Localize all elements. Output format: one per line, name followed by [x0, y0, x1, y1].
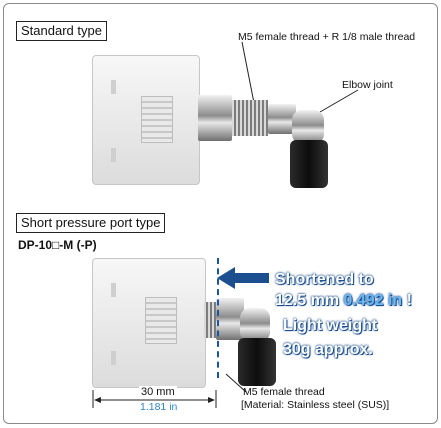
elbow-nut — [268, 104, 296, 134]
thread-top-leader — [241, 41, 256, 109]
alignment-guide-line — [267, 146, 269, 296]
short-type-label: Short pressure port type — [16, 213, 166, 233]
shortened-excl: ! — [406, 292, 412, 309]
elbow-body — [292, 110, 324, 144]
shortened-inch: 0.492 in — [343, 292, 403, 309]
elbow-joint-label: Elbow joint — [342, 79, 393, 91]
weight-text: 30g approx. — [283, 341, 373, 358]
sensor-unit-standard — [92, 55, 200, 185]
short-elbow-nut — [216, 298, 244, 340]
model-label: DP-10□-M (-P) — [18, 238, 97, 252]
elbow-leader — [319, 89, 359, 113]
material-label: [Material: Stainless steel (SUS)] — [241, 399, 390, 411]
short-elbow-tube-connector — [238, 338, 276, 386]
vent-grille — [145, 297, 177, 344]
light-weight-text: Light weight — [283, 317, 378, 334]
standard-type-label: Standard type — [16, 21, 107, 41]
thread-fitting — [232, 100, 268, 136]
dimension-mm: 30 mm — [139, 386, 177, 398]
elbow-tube-connector — [290, 140, 328, 188]
dimension-in: 1.181 in — [140, 401, 178, 413]
thread-top-label: M5 female thread + R 1/8 male thread — [238, 31, 416, 43]
shortened-line1: Shortened to — [275, 271, 374, 288]
short-elbow-body — [240, 308, 270, 342]
hex-fitting — [198, 95, 232, 141]
sensor-unit-short — [92, 258, 206, 388]
shortened-arrow-icon — [217, 267, 269, 289]
short-port-thread — [204, 302, 218, 338]
shortened-line2: 12.5 mm 0.492 in ! — [275, 291, 412, 310]
dimension-line — [92, 390, 217, 408]
vent-grille — [141, 96, 173, 143]
shortened-value: 12.5 mm — [275, 292, 340, 309]
thread-bottom-leader — [225, 373, 247, 393]
short-port-guide-line — [217, 258, 219, 378]
thread-bottom-label: M5 female thread — [243, 386, 325, 398]
